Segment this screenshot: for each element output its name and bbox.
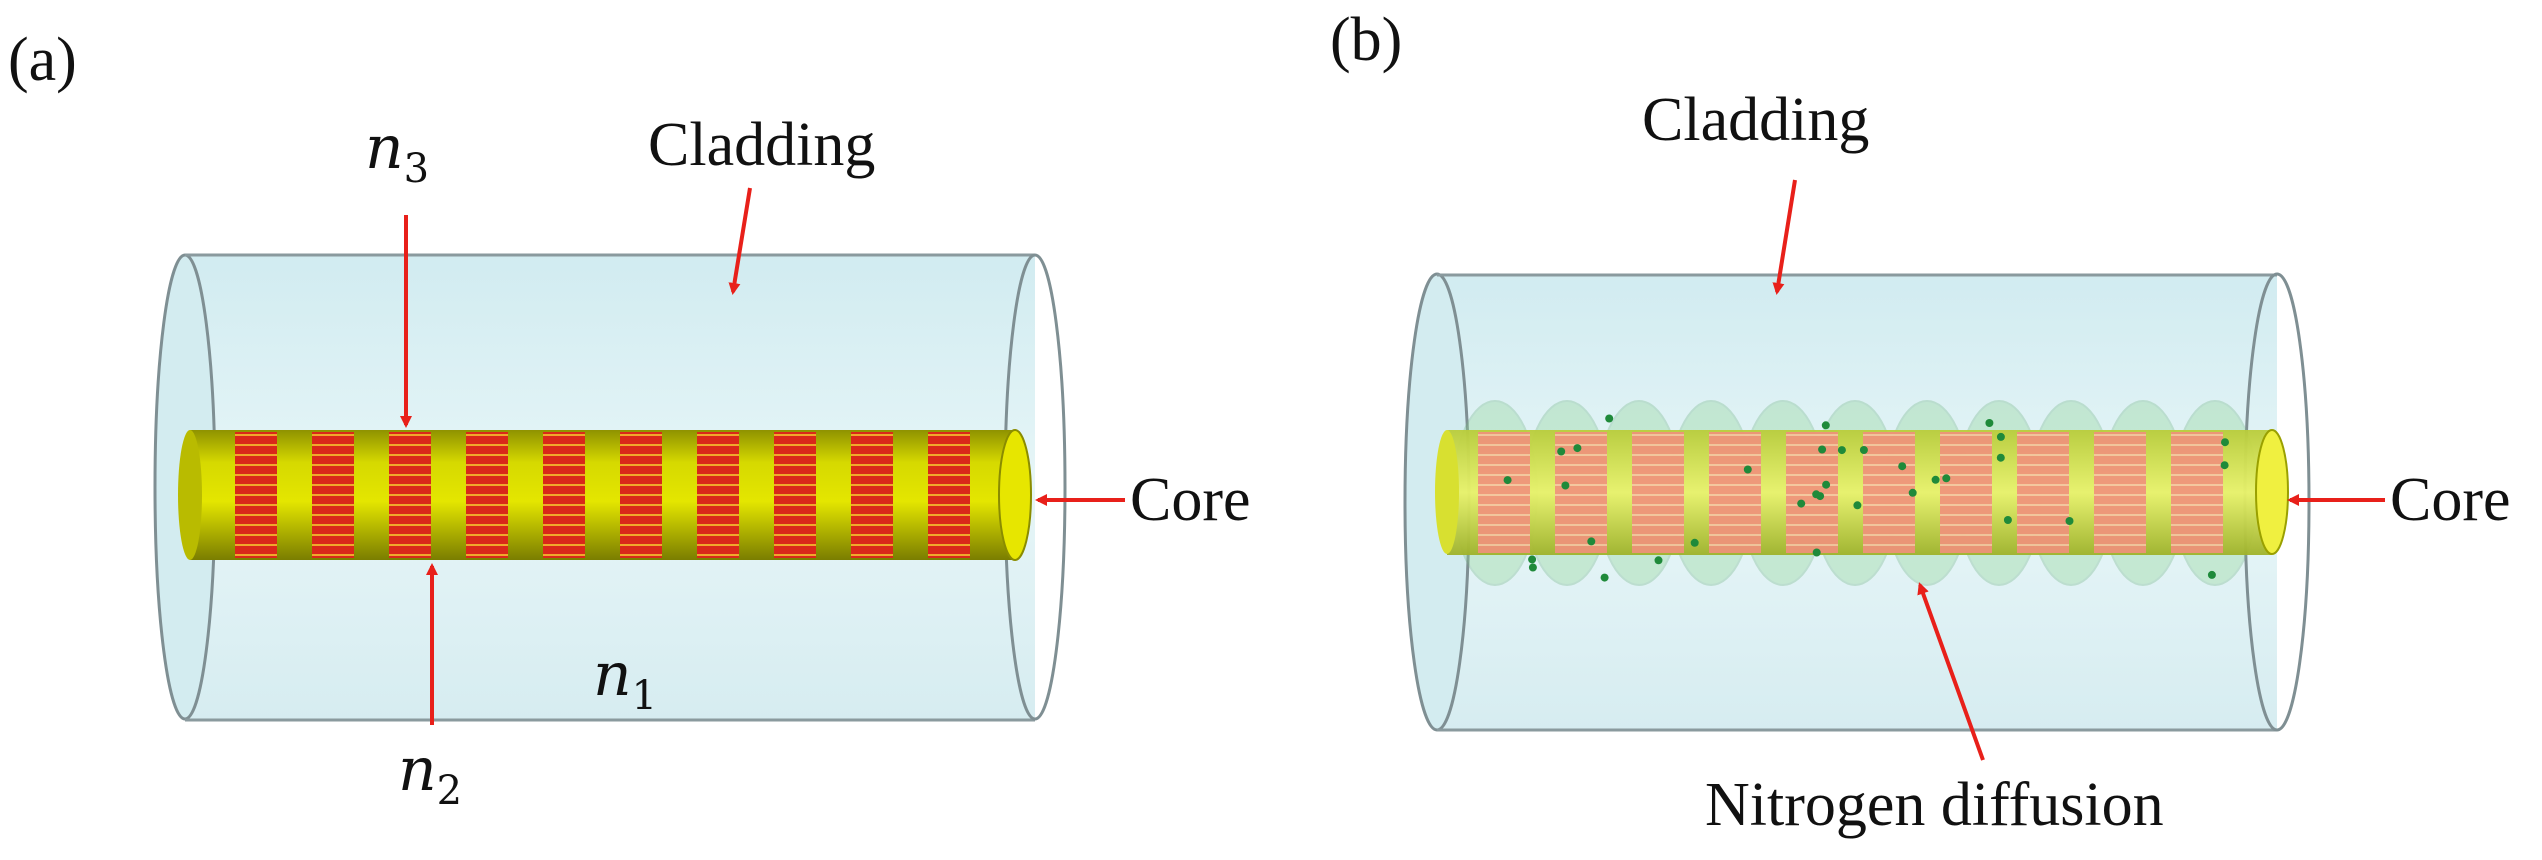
nitrogen-dot [2003, 516, 2012, 524]
nitrogen-dot [1837, 446, 1846, 455]
nitrogen-dot [1654, 556, 1663, 565]
grating-period-a [620, 432, 662, 558]
nitrogen-dot [1797, 499, 1806, 508]
grating-period-b [1863, 432, 1915, 553]
grating-period-a [697, 432, 739, 558]
panel-a: (a) Cladding Core n3 n2 n1 [8, 26, 1251, 814]
fiber-core-a [178, 429, 1032, 561]
grating-period-b [2171, 432, 2223, 553]
core-label-a: Core [1130, 466, 1251, 534]
nitrogen-particles [1503, 414, 2229, 582]
core-label-b: Core [2390, 466, 2511, 534]
nitrogen-dot [1908, 488, 1917, 497]
n2-label: n2 [398, 735, 462, 814]
nitrogen-dot [1600, 573, 1609, 582]
grating-period-a [851, 432, 893, 558]
grating-period-b [1940, 432, 1992, 553]
grating-period-a [543, 432, 585, 558]
nitrogen-dot [2065, 517, 2074, 525]
nitrogen-dot [2207, 570, 2216, 579]
grating-period-a [389, 432, 431, 558]
grating-period-b [2017, 432, 2069, 553]
nitrogen-dot [1690, 538, 1699, 547]
grating-period-b [1709, 432, 1761, 553]
nitrogen-dot [2221, 438, 2229, 447]
nitrogen-dot [1587, 537, 1596, 546]
nitrogen-dot [1931, 475, 1940, 484]
nitrogen-dot [1898, 462, 1907, 471]
n1-label: n1 [593, 640, 657, 719]
grating-period-a [312, 432, 354, 558]
nitrogen-dot [2220, 461, 2229, 470]
panel-b-tag: (b) [1330, 6, 1402, 74]
nitrogen-diffusion-arrow [1917, 582, 1985, 761]
nitrogen-dot [1818, 445, 1827, 454]
nitrogen-dot [1985, 419, 1994, 427]
n3-label: n3 [365, 113, 429, 192]
cladding-arrow-a [728, 187, 752, 295]
nitrogen-dot [1528, 563, 1537, 572]
grating-period-b [2094, 432, 2146, 553]
grating-period-a [235, 432, 277, 558]
nitrogen-dot [1573, 444, 1582, 453]
nitrogen-dot [1605, 414, 1614, 423]
grating-period-a [928, 432, 970, 558]
nitrogen-dot [1743, 465, 1752, 474]
grating-segments-b [1478, 432, 2223, 553]
grating-segments-a [235, 432, 970, 558]
grating-period-a [774, 432, 816, 558]
nitrogen-dot [1812, 548, 1821, 557]
nitrogen-dot [1859, 446, 1868, 454]
grating-period-b [1478, 432, 1530, 553]
nitrogen-dot [1822, 480, 1831, 489]
nitrogen-dot [1528, 555, 1537, 564]
nitrogen-dot [1557, 447, 1566, 456]
cladding-arrow-b [1772, 179, 1797, 295]
nitrogen-dot [1812, 490, 1821, 499]
grating-period-b [1786, 432, 1838, 553]
grating-period-a [466, 432, 508, 558]
cladding-label-a: Cladding [648, 111, 875, 179]
nitrogen-dot [1996, 453, 2005, 462]
nitrogen-dot [1821, 421, 1830, 430]
nitrogen-dot [1503, 476, 1512, 485]
nitrogen-dot [1853, 501, 1862, 510]
nitrogen-dot [1996, 432, 2005, 441]
nitrogen-diffusion-label: Nitrogen diffusion [1705, 771, 2164, 839]
cladding-label-b: Cladding [1642, 86, 1869, 154]
nitrogen-dot [1942, 474, 1951, 483]
fiber-core-b [1435, 429, 2289, 555]
nitrogen-dot [1561, 481, 1570, 490]
grating-period-b [1632, 432, 1684, 553]
panel-b: (b) Cladding Core Nitrogen diffusion [1330, 6, 2511, 839]
panel-a-tag: (a) [8, 26, 77, 94]
